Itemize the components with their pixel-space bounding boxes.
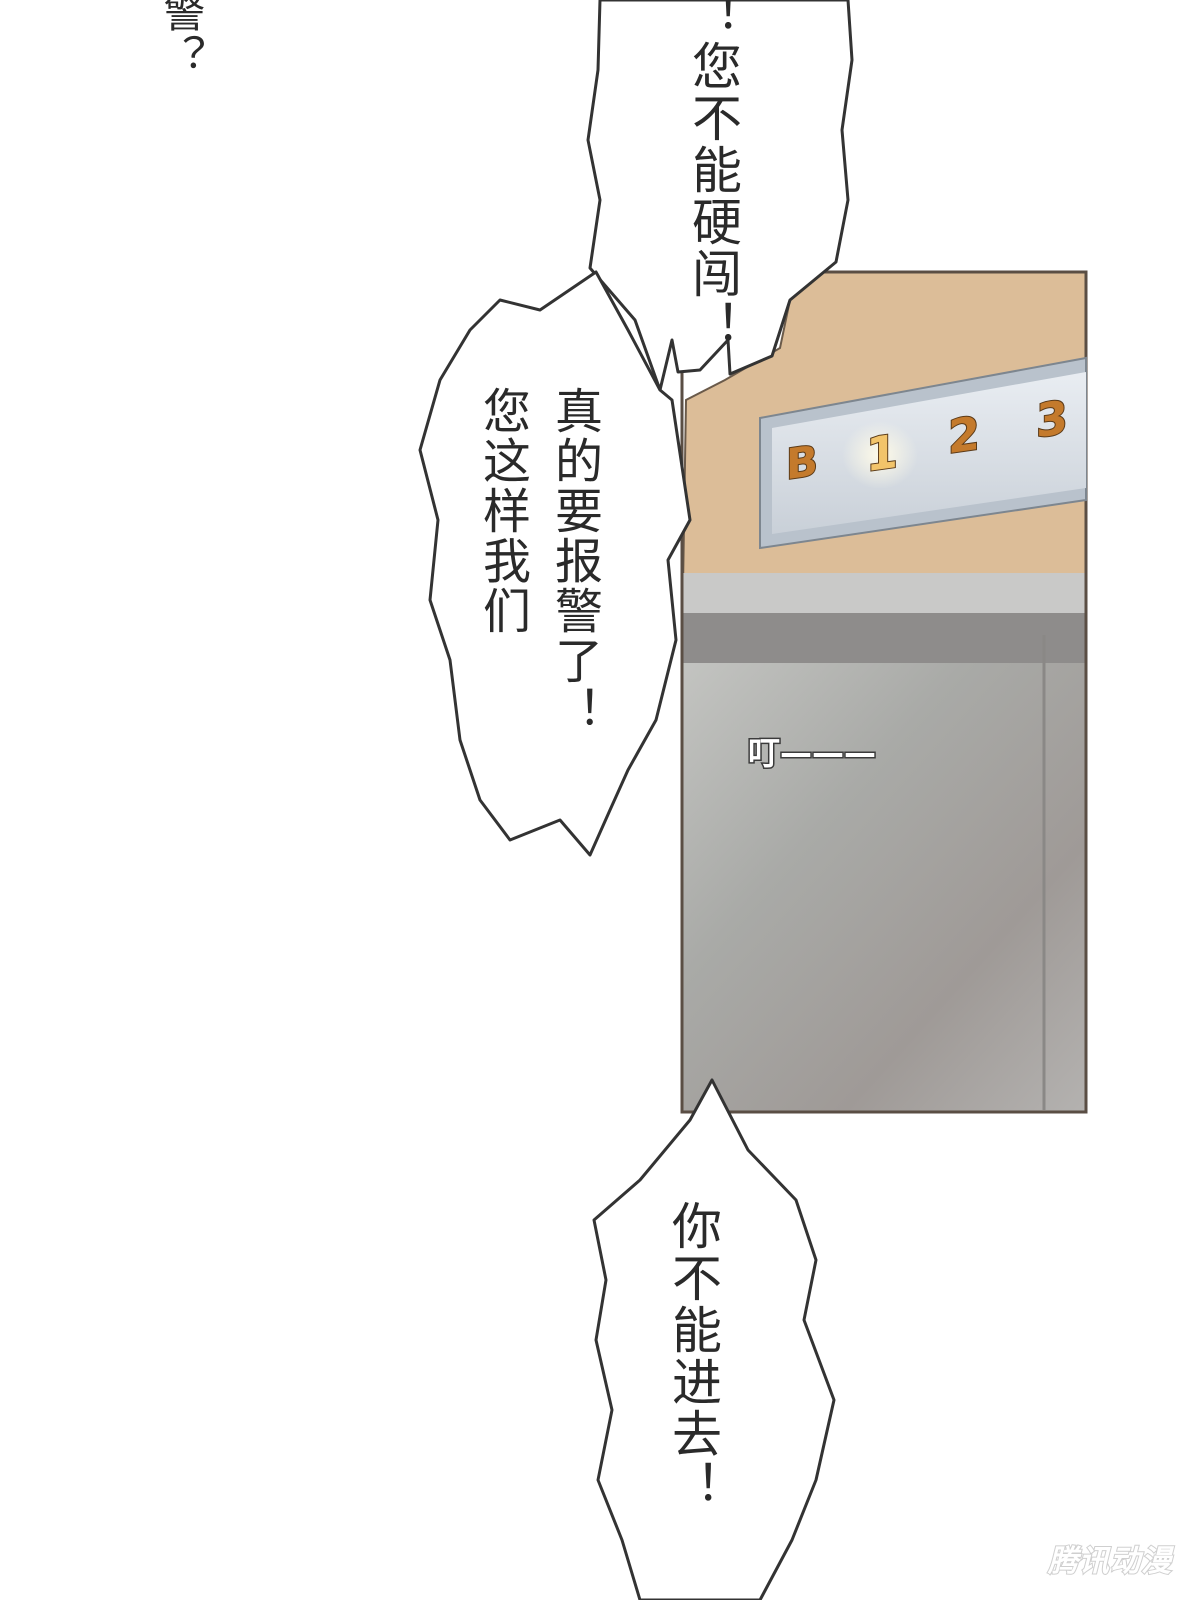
elevator-panel	[680, 270, 1088, 1114]
speech-bubble-top	[586, 0, 854, 392]
door-frame-top	[682, 613, 1086, 663]
dialogue-top: ！您不能硬闯！	[684, 0, 742, 352]
floor-digit-2: 2	[947, 405, 981, 465]
elevator-door	[682, 663, 1086, 1112]
dialogue-top-left-partial: 警？	[157, 0, 206, 78]
floor-indicator	[759, 356, 1087, 550]
floor-digit-b: B	[785, 435, 819, 490]
speech-bubble-middle	[418, 270, 692, 857]
door-header	[682, 573, 1086, 613]
watermark-logo: 腾讯动漫	[1047, 1543, 1172, 1580]
sfx-ding: 叮———	[746, 733, 877, 774]
floor-digit-1: 1	[865, 423, 899, 483]
dialogue-bottom: 你不能进去！	[664, 1200, 722, 1512]
dialogue-middle-line2: 您这样我们	[474, 386, 530, 636]
dialogue-middle-line1: 真的要报警了！	[546, 386, 602, 736]
floor-digit-3: 3	[1035, 389, 1069, 449]
speech-bubble-bottom	[592, 1078, 836, 1600]
